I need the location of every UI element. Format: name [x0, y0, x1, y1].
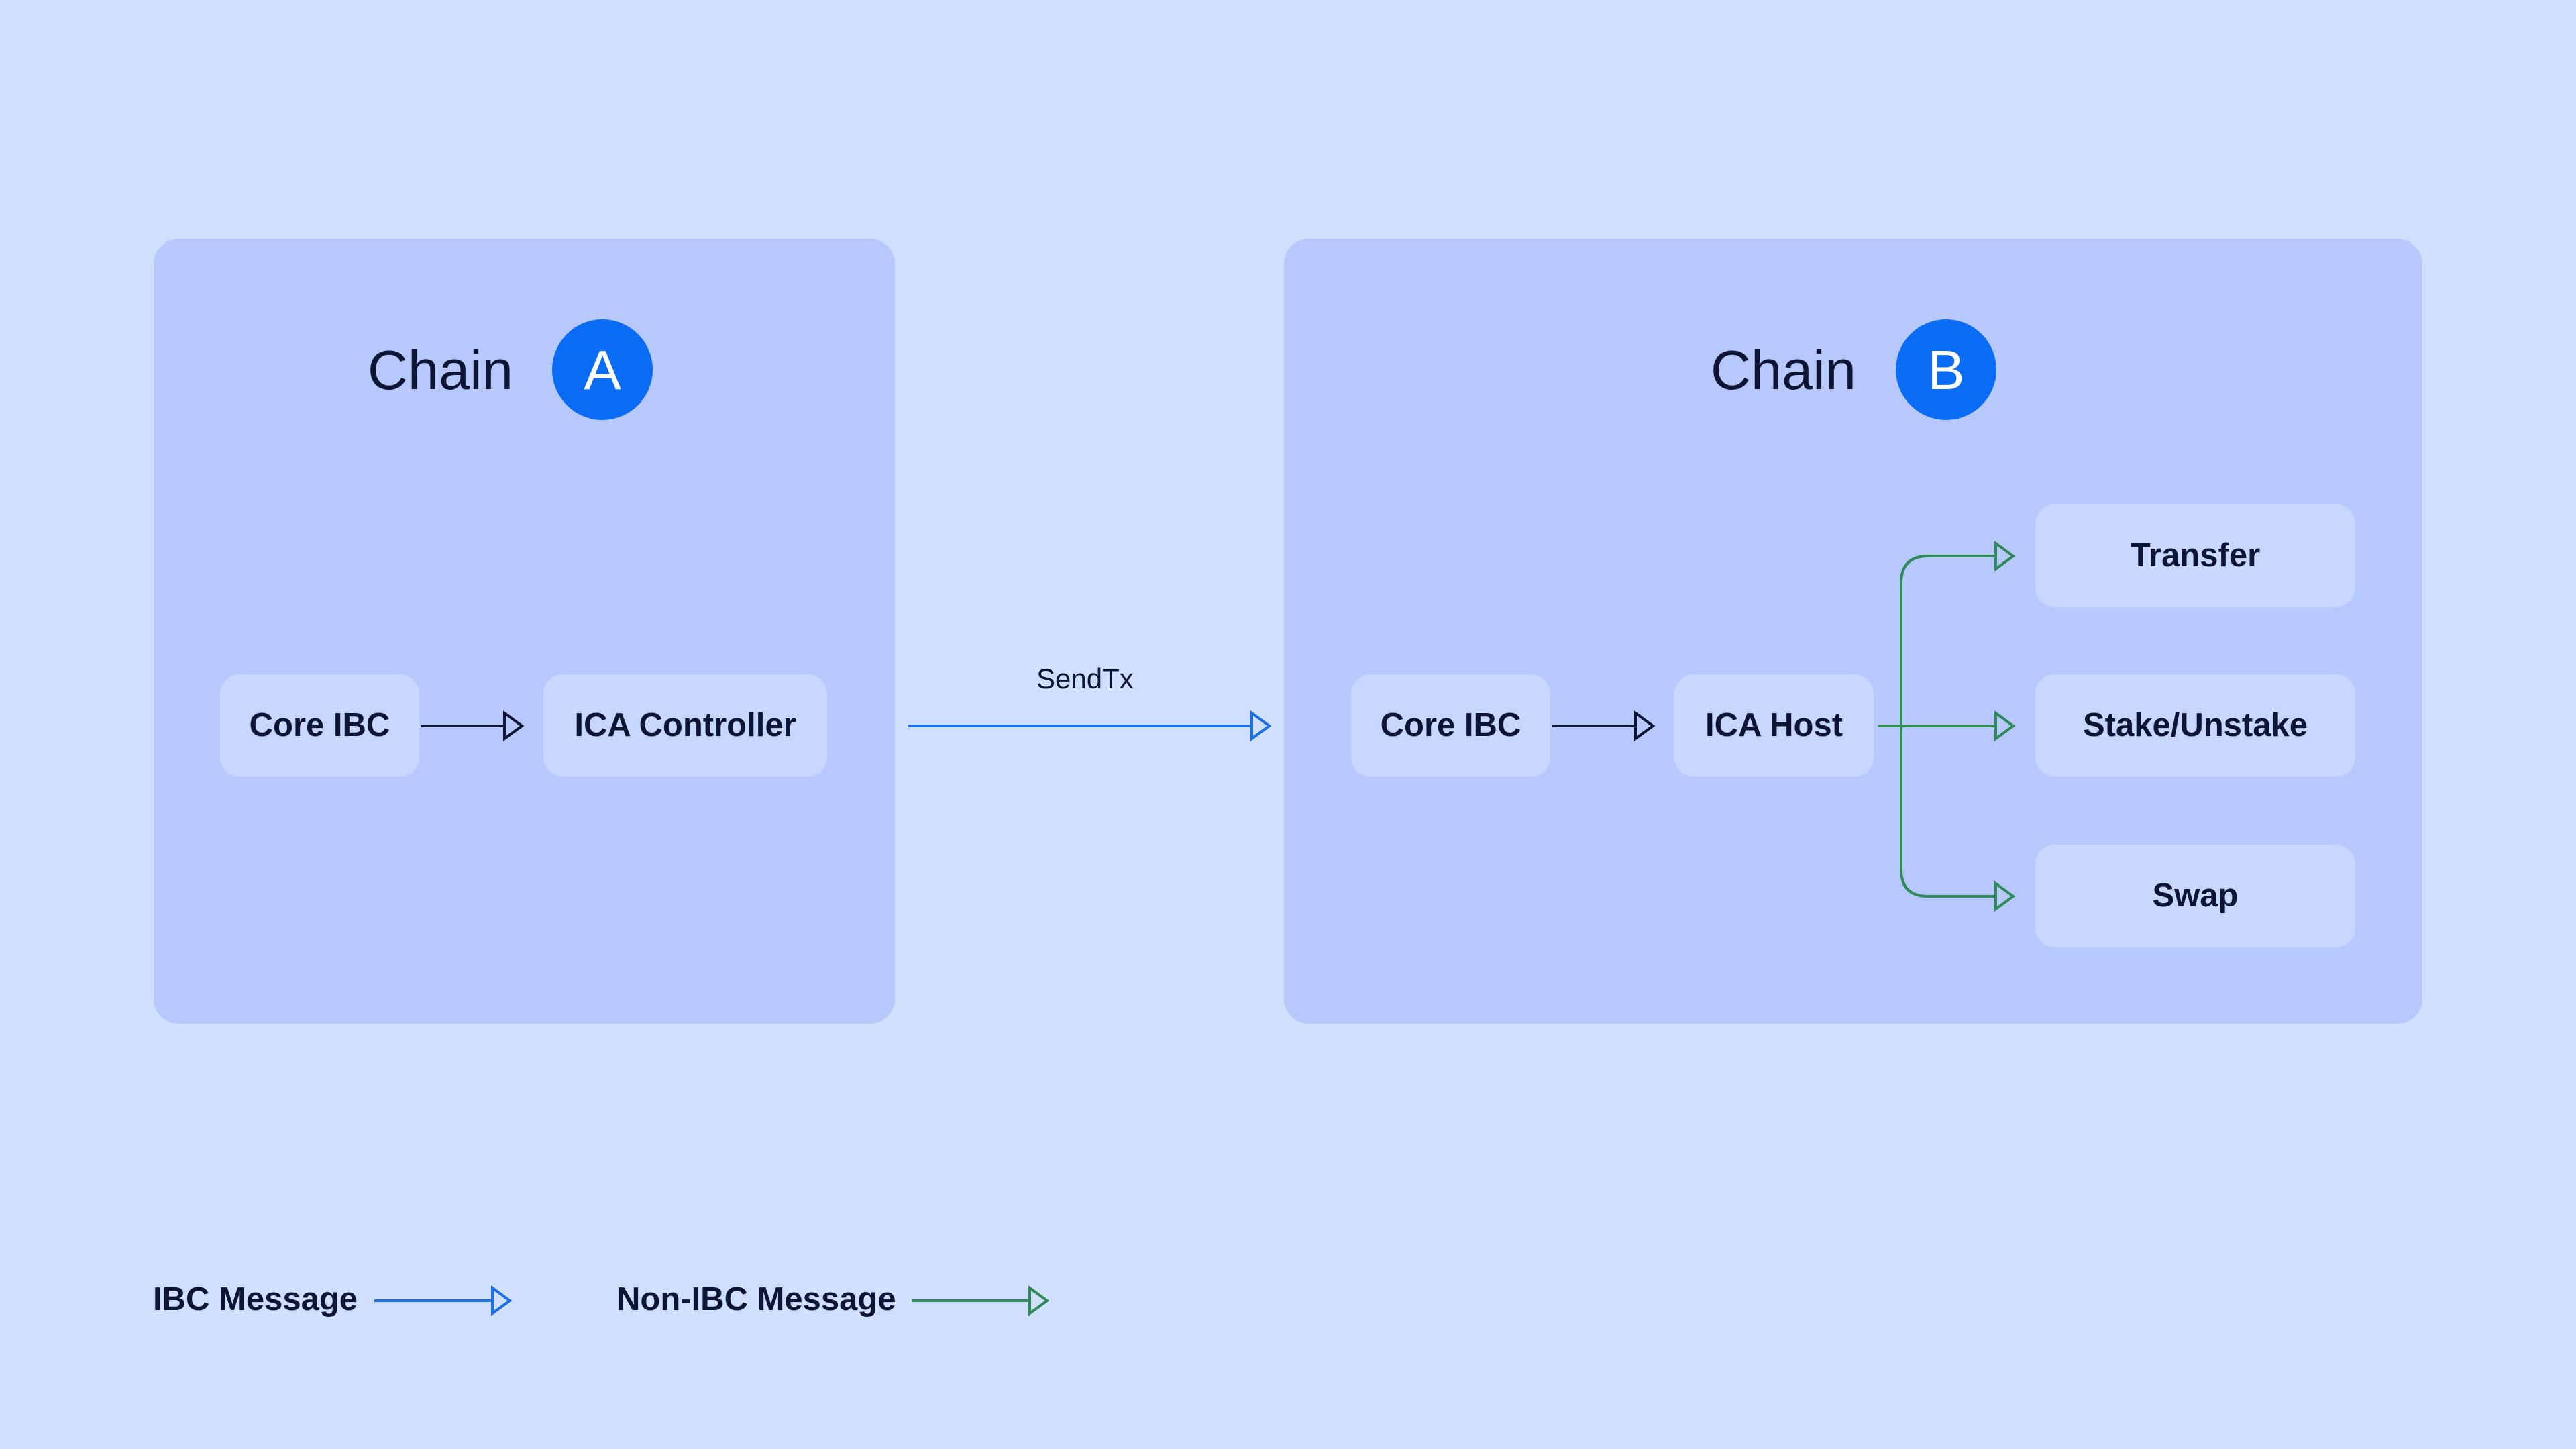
- chain-a-badge: A: [552, 319, 653, 420]
- ica-host-node[interactable]: ICA Host: [1674, 674, 1874, 777]
- legend-ibc-arrow: [374, 1285, 513, 1316]
- sendtx-label: SendTx: [1036, 663, 1134, 694]
- legend-non-ibc-label: Non-IBC Message: [616, 1281, 896, 1318]
- legend-non-ibc-arrow: [912, 1285, 1050, 1316]
- stake-unstake-node[interactable]: Stake/Unstake: [2035, 674, 2355, 777]
- chain-b-title: Chain: [1711, 339, 1856, 401]
- transfer-node[interactable]: Transfer: [2035, 504, 2355, 607]
- ica-controller-node[interactable]: ICA Controller: [543, 674, 827, 777]
- legend-ibc-label: IBC Message: [153, 1281, 358, 1318]
- swap-node[interactable]: Swap: [2035, 845, 2355, 947]
- chain-a-title: Chain: [368, 339, 513, 401]
- chain-a-panel: [154, 239, 895, 1024]
- arrow-sendtx: [908, 710, 1272, 741]
- chain-a-core-ibc-node[interactable]: Core IBC: [220, 674, 419, 777]
- chain-b-badge: B: [1896, 319, 1996, 420]
- chain-b-core-ibc-node[interactable]: Core IBC: [1351, 674, 1550, 777]
